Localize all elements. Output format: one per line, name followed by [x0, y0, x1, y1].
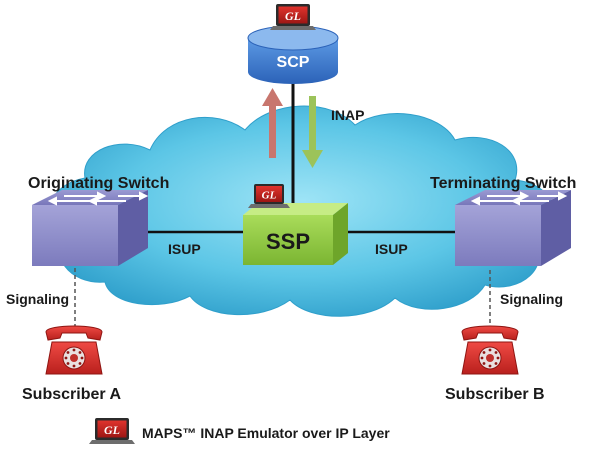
isup-left-label: ISUP	[168, 241, 201, 257]
laptop-icon: GL	[270, 4, 316, 30]
laptop-icon: GL	[89, 418, 135, 444]
inap-label: INAP	[331, 107, 364, 123]
switch-arrows-icon	[47, 191, 149, 206]
signaling-right-label: Signaling	[500, 291, 563, 307]
terminating-switch-label: Terminating Switch	[430, 175, 576, 192]
telephone-icon	[461, 325, 519, 375]
legend-label: MAPS™ INAP Emulator over IP Layer	[142, 425, 390, 441]
laptop-brand: GL	[262, 190, 277, 202]
subscriber-b-label: Subscriber B	[445, 386, 545, 403]
ssp-node: SSP	[243, 203, 348, 265]
scp-node: SCP	[247, 25, 339, 84]
signaling-left-label: Signaling	[6, 291, 69, 307]
scp-label: SCP	[277, 54, 310, 71]
isup-right-label: ISUP	[375, 241, 408, 257]
laptop-brand: GL	[104, 423, 120, 437]
originating-switch	[32, 190, 149, 266]
ssp-label: SSP	[266, 229, 310, 254]
originating-switch-label: Originating Switch	[28, 175, 169, 192]
laptop-icon: GL	[248, 184, 290, 208]
laptop-brand: GL	[285, 9, 301, 23]
legend: GL MAPS™ INAP Emulator over IP Layer	[89, 418, 390, 444]
arrow-down-icon	[302, 96, 323, 168]
arrow-up-icon	[262, 88, 283, 158]
telephone-icon	[45, 325, 103, 375]
subscriber-a-label: Subscriber A	[22, 386, 121, 403]
switch-arrows-icon	[470, 191, 568, 206]
terminating-switch	[455, 190, 571, 266]
